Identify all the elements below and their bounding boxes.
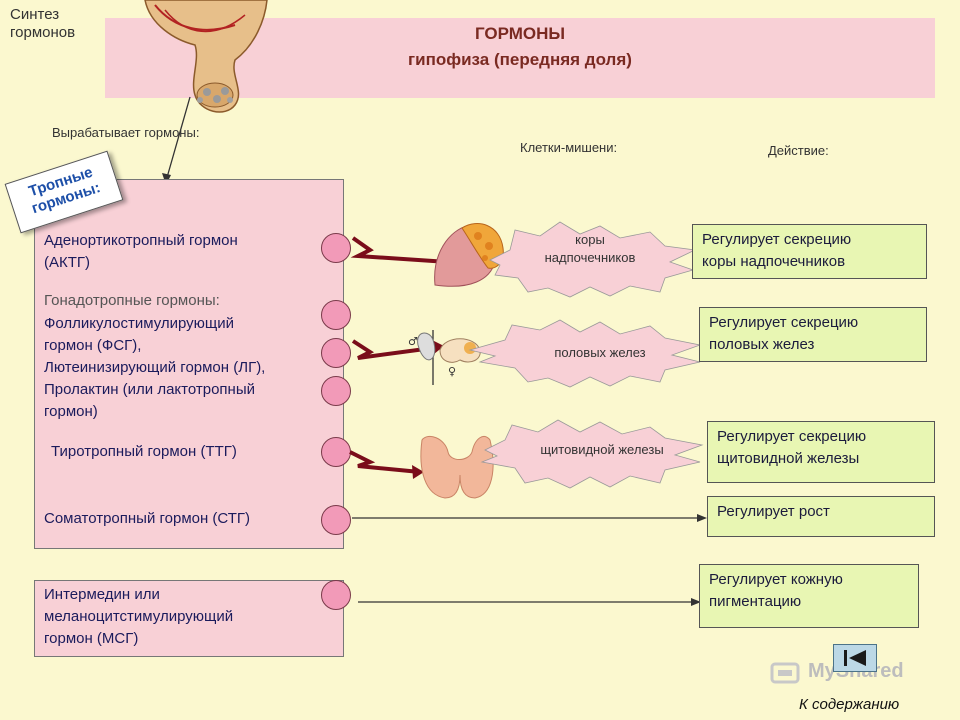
pituitary-illustration <box>144 0 268 113</box>
connector-lh[interactable] <box>321 338 351 368</box>
svg-text:♀: ♀ <box>448 365 456 378</box>
target-adrenal-label: коры надпочечников <box>520 231 660 267</box>
hormone-msh: Интермедин или меланоцитстимулирующий го… <box>44 584 233 650</box>
gonado-line-2: гормон (ФСГ), <box>44 337 142 354</box>
target-gonads-label: половых желез <box>554 345 646 360</box>
connector-stg[interactable] <box>321 505 351 535</box>
hormone-acth: Аденортикотропный гормон (АКТГ) <box>44 230 238 274</box>
svg-text:♂: ♂ <box>408 335 418 348</box>
thyroid-image <box>420 436 494 499</box>
hormone-tsh: Тиротропный гормон (ТТГ) <box>51 443 237 460</box>
action-gonads: Регулирует секрецию половых желез <box>699 307 927 362</box>
tropic-hormones-box <box>34 179 344 549</box>
action-thyroid: Регулирует секрецию щитовидной железы <box>707 421 935 483</box>
gonadotropic-header: Гонадотропные гормоны: <box>44 292 220 309</box>
page-title: ГОРМОНЫ <box>474 24 566 43</box>
action-gonads-line-2: половых желез <box>709 336 815 353</box>
connector-prolactin[interactable] <box>321 376 351 406</box>
produces-label: Вырабатывает гормоны: <box>52 125 200 140</box>
action-pigment-line-2: пигментацию <box>709 593 802 610</box>
hormone-stg: Соматотропный гормон (СТГ) <box>44 510 251 527</box>
target-star-thyroid <box>480 419 704 489</box>
action-adrenal-line-2: коры надпочечников <box>702 253 846 270</box>
back-to-contents-button[interactable] <box>833 644 877 672</box>
hormone-gonadotropic: Фолликулостимулирующий гормон (ФСГ), Лют… <box>44 313 265 423</box>
connector-acth[interactable] <box>321 233 351 263</box>
target-adrenal-line-2: надпочечников <box>544 250 636 265</box>
connector-msh[interactable] <box>321 580 351 610</box>
gonad-arrow <box>351 339 441 360</box>
targets-header: Клетки-мишени: <box>520 140 618 155</box>
gonado-line-3: Лютеинизирующий гормон (ЛГ), <box>44 359 266 376</box>
logo-icon <box>768 658 808 688</box>
target-thyroid-label: щитовидной железы <box>540 442 664 457</box>
contents-link[interactable]: К содержанию <box>799 696 900 713</box>
gonado-line-1: Фолликулостимулирующий <box>44 315 235 332</box>
action-pigment: Регулирует кожную пигментацию <box>699 564 919 628</box>
hormone-acth-line-1: Аденортикотропный гормон <box>44 232 238 249</box>
gonads-image: ♂ ♀ <box>408 330 481 385</box>
action-header: Действие: <box>768 143 829 158</box>
tsh-arrow <box>349 450 421 474</box>
msh-line-1: Интермедин или <box>44 586 160 603</box>
msh-line-2: меланоцитстимулирующий <box>44 608 234 625</box>
page-subtitle: гипофиза (передняя доля) <box>408 50 632 69</box>
corner-title: Синтез гормонов <box>10 6 75 42</box>
target-adrenal-line-1: коры <box>575 232 605 247</box>
msh-line-3: гормон (МСГ) <box>44 630 139 647</box>
action-adrenal-line-1: Регулирует секрецию <box>702 231 852 248</box>
action-pigment-line-1: Регулирует кожную <box>709 571 843 588</box>
corner-title-line-1: Синтез <box>10 6 60 23</box>
skip-back-icon <box>844 650 866 666</box>
action-thyroid-line-2: щитовидной железы <box>717 450 860 467</box>
action-thyroid-line-1: Регулирует секрецию <box>717 428 867 445</box>
acth-arrow <box>350 236 449 264</box>
hormone-acth-line-2: (АКТГ) <box>44 254 91 271</box>
corner-title-line-2: гормонов <box>10 24 76 41</box>
action-gonads-line-1: Регулирует секрецию <box>709 314 859 331</box>
action-adrenal: Регулирует секрецию коры надпочечников <box>692 224 927 279</box>
target-star-gonads <box>468 319 702 388</box>
action-growth: Регулирует рост <box>707 496 935 537</box>
adrenal-gland-image <box>434 223 504 287</box>
gonado-line-4: Пролактин (или лактотропный <box>44 381 255 398</box>
gonado-line-5: гормон) <box>44 403 98 420</box>
connector-fsh[interactable] <box>321 300 351 330</box>
msh-box <box>34 580 344 657</box>
